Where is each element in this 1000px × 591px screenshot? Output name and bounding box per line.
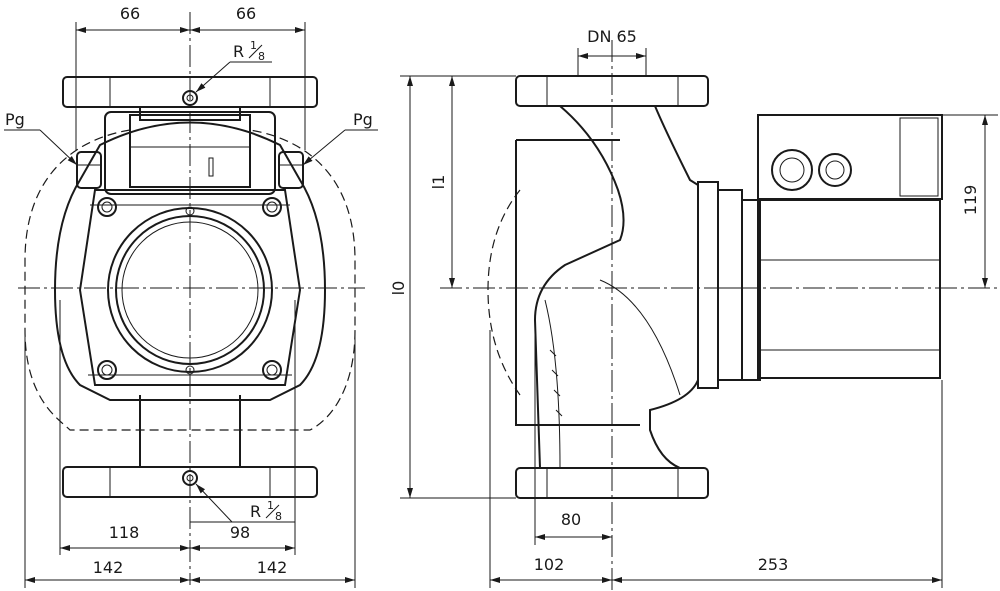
dim-80: 80 <box>561 510 581 529</box>
side-bottom-flange <box>515 467 709 499</box>
impeller-housing-ring <box>107 207 273 373</box>
dim-66-right: 66 <box>236 4 256 23</box>
dim-98: 98 <box>230 523 250 542</box>
bottom-flange <box>62 466 318 498</box>
cable-gland-right <box>278 151 304 189</box>
motor-stator <box>757 199 941 379</box>
motor-outline-dashed <box>24 129 356 431</box>
dim-253: 253 <box>758 555 789 574</box>
leader-pg-right <box>302 129 346 166</box>
dim-dn-65: DN 65 <box>587 27 637 46</box>
dim-66-left: 66 <box>120 4 140 23</box>
dim-l0: l0 <box>389 281 408 296</box>
housing-bolts <box>97 197 282 380</box>
label-r-top: R <box>233 42 244 61</box>
terminal-indicator <box>208 157 214 177</box>
label-pg-left: Pg <box>5 110 25 129</box>
motor-terminal-box <box>757 114 943 200</box>
leader-pg-left <box>39 129 78 166</box>
label-r-bottom: R <box>250 502 261 521</box>
motor-box-side <box>899 117 939 197</box>
vent-plug-top <box>182 90 198 106</box>
impeller-bore <box>121 221 259 359</box>
side-view: DN 65 l0 l1 119 80 102 253 <box>389 27 998 590</box>
terminal-box <box>129 114 251 188</box>
side-top-flange <box>515 75 709 107</box>
top-neck <box>139 107 241 121</box>
front-view: 66 66 R 1 8 R 1 8 Pg Pg 98 118 <box>4 4 378 588</box>
vent-plug-bottom <box>182 470 198 486</box>
side-housing-box <box>515 139 640 426</box>
leader-vent-top <box>195 61 231 93</box>
leader-vent-bottom <box>195 483 233 523</box>
cable-gland-left <box>76 151 102 189</box>
volute-hatch <box>549 349 563 417</box>
terminal-box-frame <box>104 111 276 195</box>
dim-119: 119 <box>961 185 980 216</box>
housing-inner-body <box>78 189 302 386</box>
motor-front-ring <box>741 199 761 381</box>
label-r-bottom-den: 8 <box>275 510 282 523</box>
dim-102: 102 <box>534 555 565 574</box>
label-r-bottom-num: 1 <box>267 499 274 512</box>
housing-ribs <box>88 204 292 376</box>
coupling-flange <box>717 189 743 381</box>
dim-142-right: 142 <box>257 558 288 577</box>
pump-housing <box>53 121 327 401</box>
dim-118: 118 <box>109 523 140 542</box>
side-dashed-outline <box>487 189 521 396</box>
coupling-plate <box>697 181 719 389</box>
top-flange <box>62 76 318 108</box>
dim-142-left: 142 <box>93 558 124 577</box>
dim-l1: l1 <box>429 175 448 190</box>
side-cable-gland-2 <box>818 153 852 187</box>
impeller-ring-inner <box>115 215 265 365</box>
side-cable-gland-1 <box>771 149 813 191</box>
label-r-top-num: 1 <box>250 39 257 52</box>
label-r-top-den: 8 <box>258 50 265 63</box>
bottom-neck <box>139 395 241 467</box>
label-pg-right: Pg <box>353 110 373 129</box>
volute-inner-lines <box>544 279 681 469</box>
